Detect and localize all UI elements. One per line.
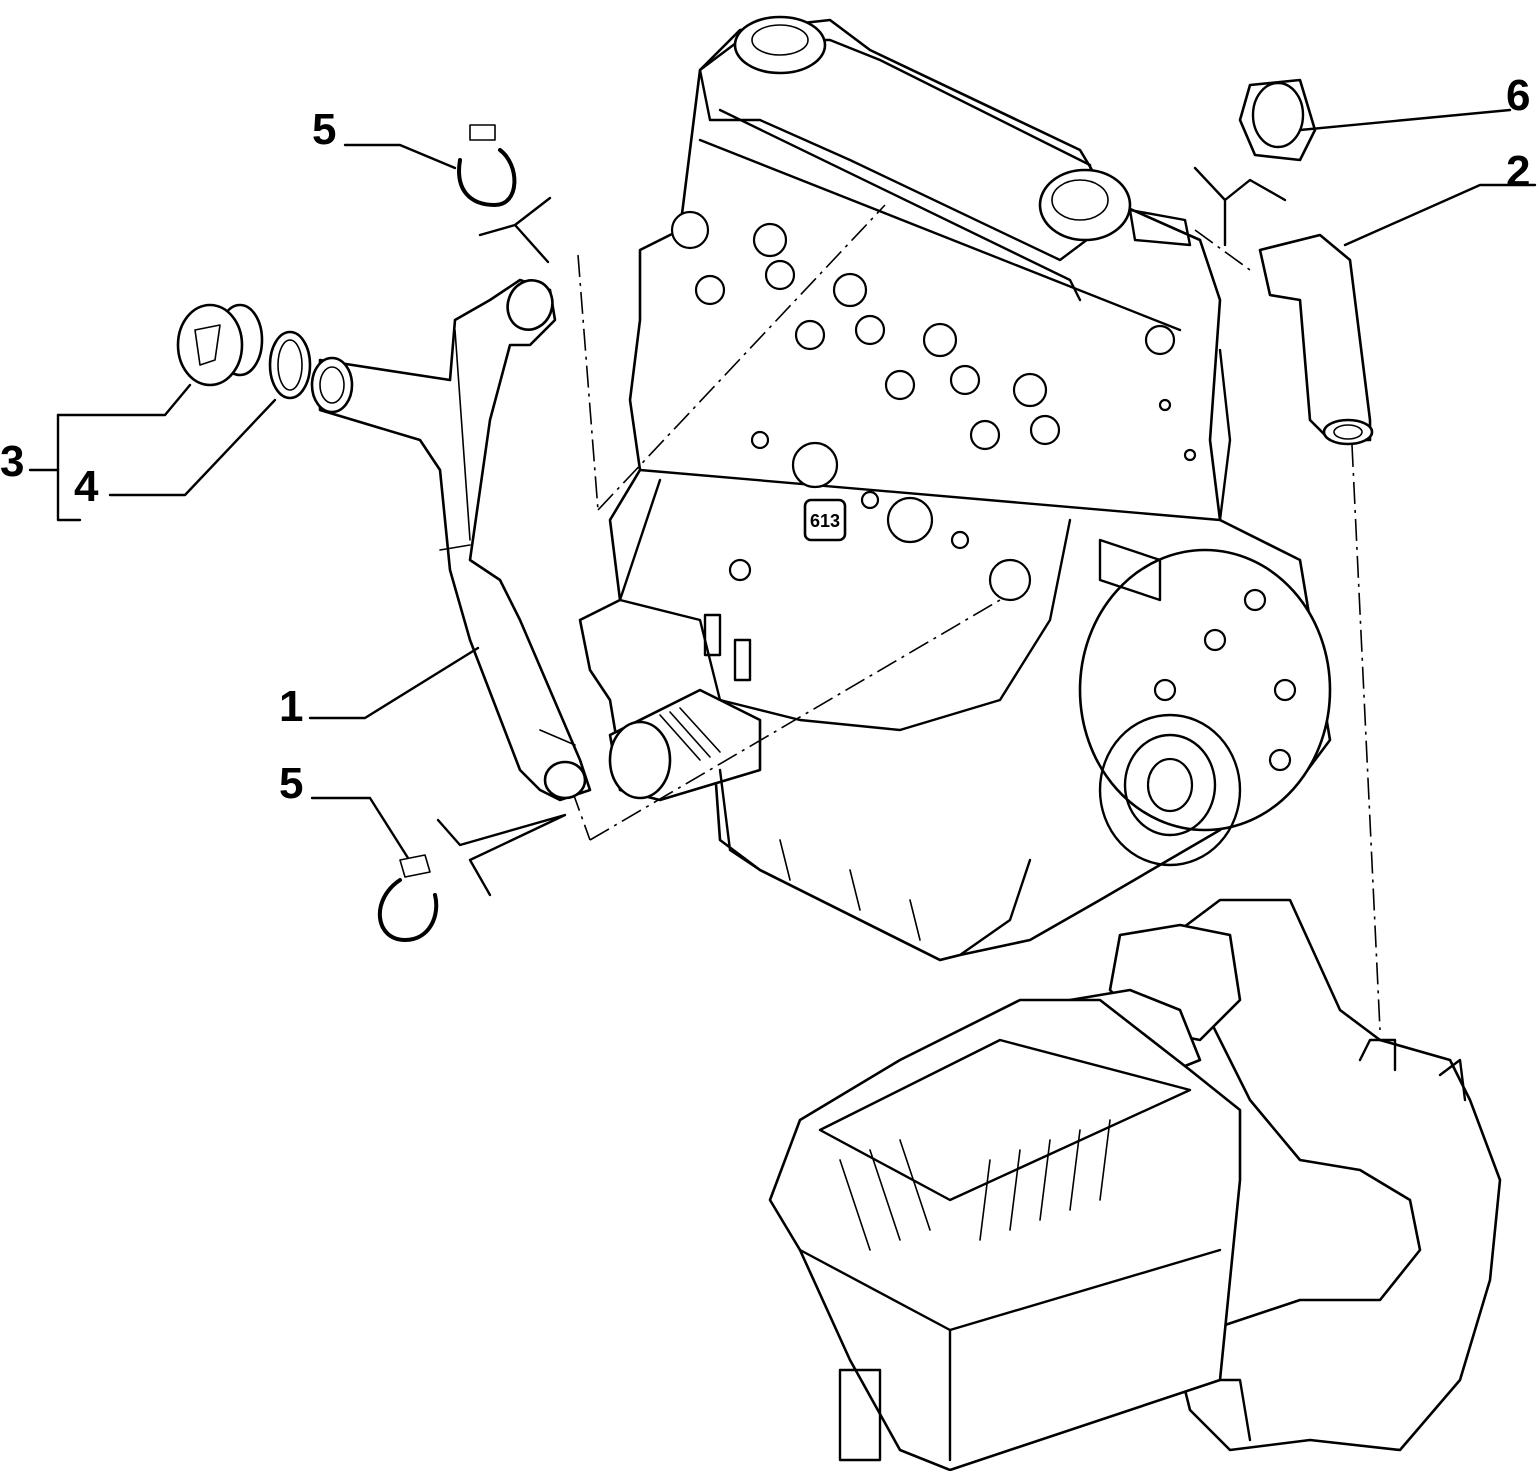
air-filter-assembly	[768, 898, 1502, 1472]
hose-clamp-top-part-5	[457, 124, 517, 207]
elbow-hose-part-2	[1258, 233, 1374, 446]
clip-part-6	[1238, 78, 1317, 162]
flywheel	[1078, 548, 1332, 867]
callout-5-bottom: 5	[279, 759, 304, 808]
engine-block: 613	[578, 15, 1332, 962]
callout-5-top: 5	[312, 105, 337, 154]
callout-2: 2	[1506, 147, 1531, 196]
breather-hose-part-1	[310, 278, 592, 802]
hose-clamp-bottom-part-5	[377, 854, 439, 942]
callout-6: 6	[1506, 71, 1531, 120]
callout-1: 1	[279, 682, 304, 731]
callout-3: 3	[0, 437, 25, 486]
callout-4: 4	[74, 462, 99, 511]
engine-marking-text: 613	[810, 511, 840, 531]
assembly-centerlines	[571, 204, 1381, 1031]
leader-lines	[28, 108, 1537, 897]
oil-filler-cap-part-3	[176, 303, 264, 387]
oil-filter	[608, 688, 762, 802]
seal-ring-part-4	[268, 330, 312, 400]
